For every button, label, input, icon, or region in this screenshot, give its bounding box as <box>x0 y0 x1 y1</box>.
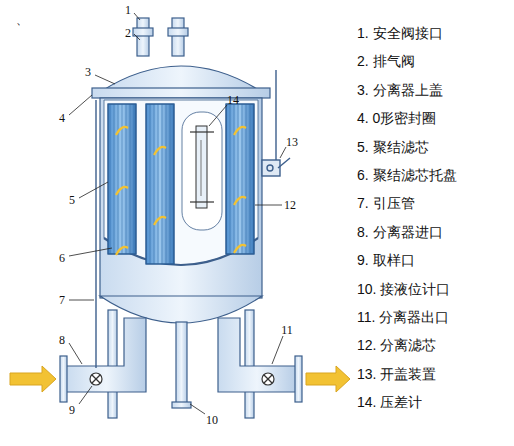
flow-arrow <box>154 217 166 225</box>
callout-number: 12 <box>284 199 296 211</box>
part-legend-item: 7. 引压管 <box>357 195 415 211</box>
cutaway <box>104 100 258 265</box>
pressure-tube <box>95 100 96 368</box>
part-legend-item: 2. 排气阀 <box>357 53 415 69</box>
differential-gauge <box>182 112 222 230</box>
vessel <box>60 18 302 418</box>
cover-opener <box>262 70 290 176</box>
leader-lines <box>69 13 286 414</box>
callout-number: 11 <box>281 324 293 336</box>
part-legend-item: 14. 压差计 <box>357 394 422 410</box>
callout-number: 8 <box>59 334 65 346</box>
flow-arrow <box>154 147 166 155</box>
callout-number: 3 <box>85 66 91 78</box>
callout-number: 14 <box>227 94 239 106</box>
callout-number: 9 <box>69 404 75 416</box>
part-legend-item: 8. 分离器进口 <box>357 224 443 240</box>
callout-number: 1 <box>125 4 131 16</box>
flow-arrow <box>116 127 128 135</box>
sample-valve <box>90 373 274 385</box>
part-legend-item: 5. 聚结滤芯 <box>357 139 429 155</box>
part-legend-item: 1. 安全阀接口 <box>357 25 443 41</box>
flow-arrow <box>234 197 246 205</box>
callout-number: 4 <box>59 112 65 124</box>
coalescing-cartridges <box>108 104 254 264</box>
flow-arrow <box>116 247 128 255</box>
flow-arrow <box>234 127 246 135</box>
part-legend-item: 13. 开盖装置 <box>357 366 436 382</box>
part-legend-item: 12. 分离滤芯 <box>357 337 436 353</box>
callout-number: 7 <box>59 294 65 306</box>
flow-arrow <box>116 187 128 195</box>
part-legend-item: 3. 分离器上盖 <box>357 82 443 98</box>
part-legend-item: 10. 接液位计口 <box>357 281 450 297</box>
callout-number: 10 <box>206 414 218 426</box>
part-legend-item: 4. 0形密封圈 <box>357 110 436 126</box>
callout-number: 2 <box>125 27 131 39</box>
callout-number: 5 <box>69 194 75 206</box>
part-legend-item: 6. 聚结滤芯托盘 <box>357 167 457 183</box>
flow-arrows <box>116 127 246 255</box>
inlet-arrow <box>10 366 56 392</box>
part-legend-item: 9. 取样口 <box>357 252 415 268</box>
outlet-arrow <box>306 366 350 392</box>
flow-arrow <box>234 245 246 253</box>
callout-number: 13 <box>286 136 298 148</box>
part-legend-item: 11. 分离器出口 <box>357 309 449 325</box>
callout-number: 6 <box>59 252 65 264</box>
callout-number: 、 <box>16 14 28 26</box>
